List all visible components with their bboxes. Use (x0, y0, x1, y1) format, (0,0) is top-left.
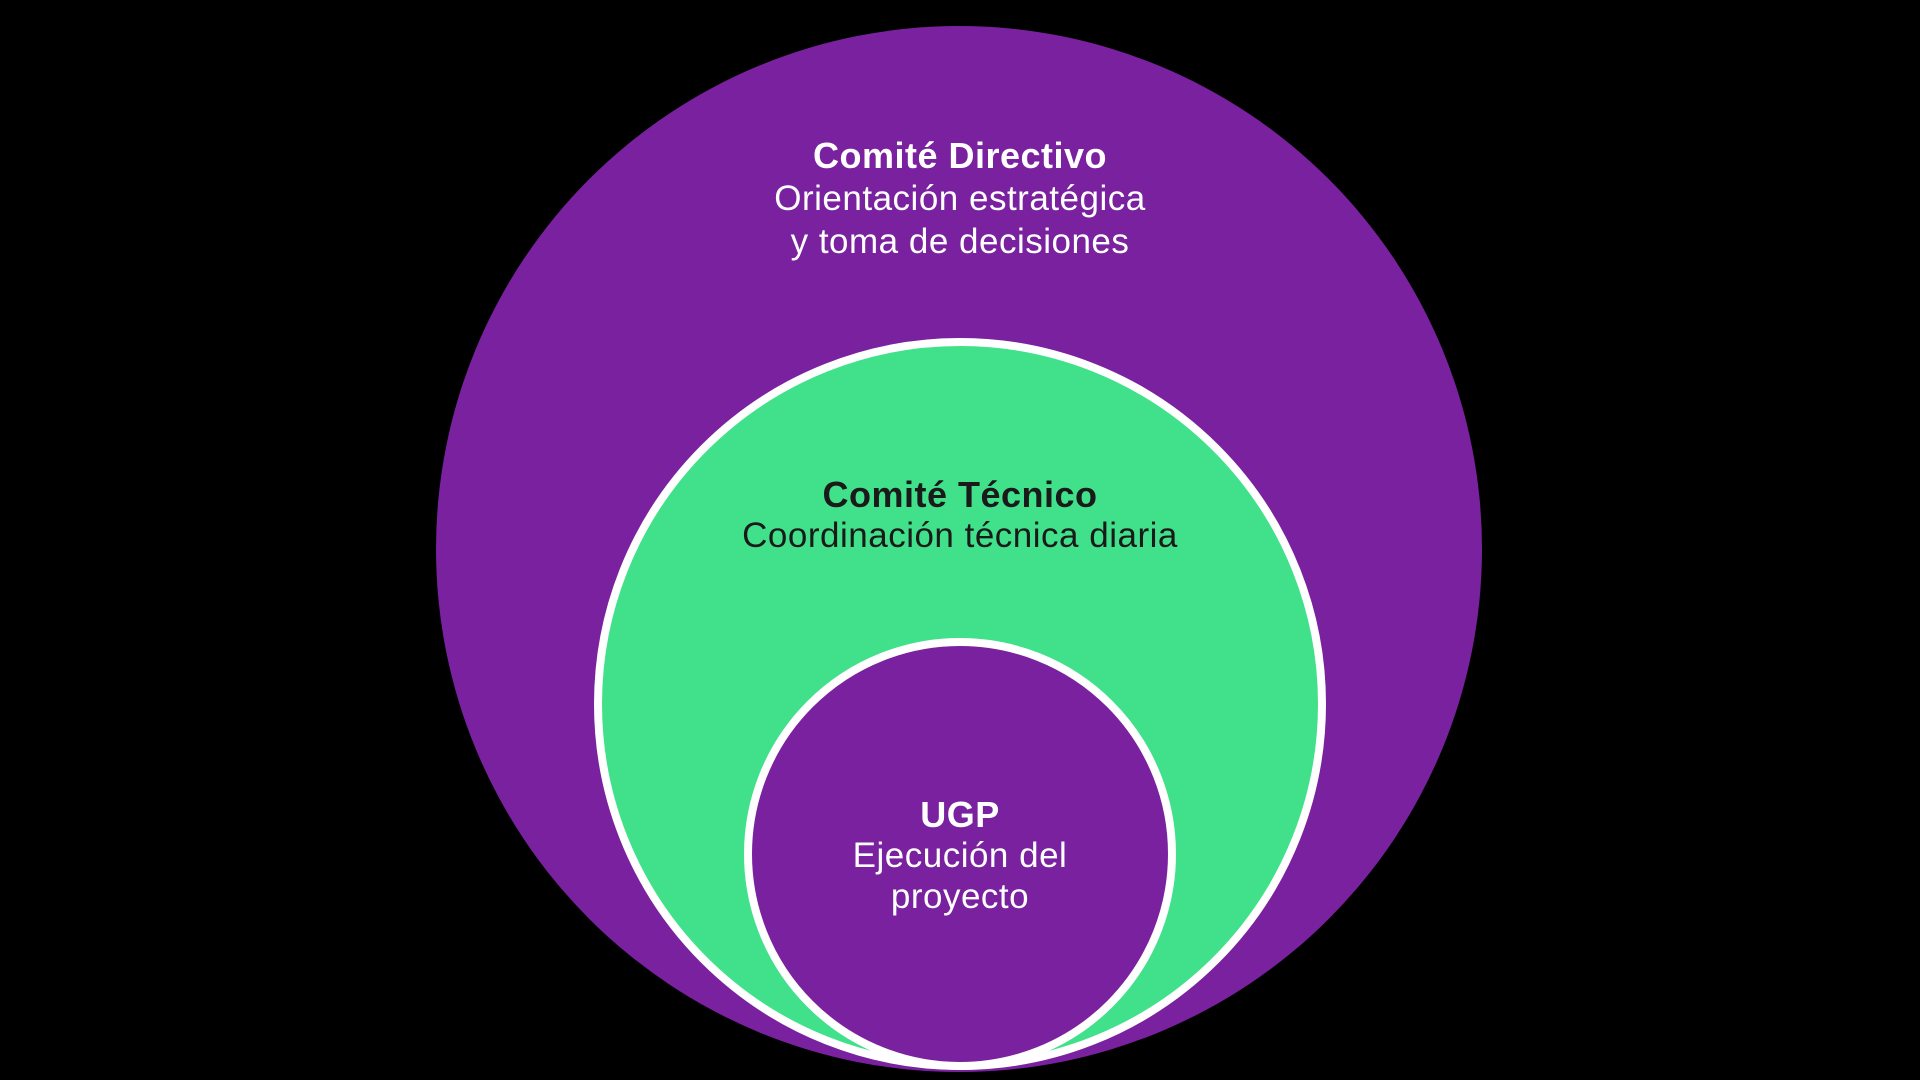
comite-directivo-subtitle-line-2: y toma de decisiones (790, 222, 1130, 261)
label-comite-tecnico: Comité Técnico Coordinación técnica diar… (0, 474, 1920, 556)
comite-directivo-title: Comité Directivo (812, 135, 1108, 176)
ugp-subtitle-line-1: Ejecución del (852, 836, 1068, 875)
comite-tecnico-title: Comité Técnico (822, 474, 1098, 515)
comite-directivo-subtitle-line-1: Orientación estratégica (774, 179, 1146, 218)
label-comite-directivo: Comité Directivo Orientación estratégica… (0, 134, 1920, 263)
ugp-subtitle-line-2: proyecto (890, 877, 1030, 916)
comite-tecnico-subtitle-line-1: Coordinación técnica diaria (742, 516, 1178, 555)
circle-ugp (744, 638, 1176, 1070)
ugp-title: UGP (920, 794, 1000, 835)
label-ugp: UGP Ejecución del proyecto (0, 794, 1920, 917)
